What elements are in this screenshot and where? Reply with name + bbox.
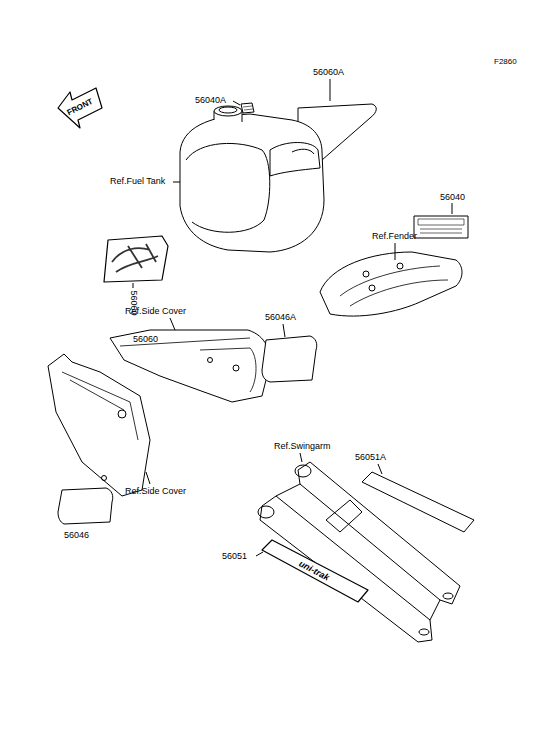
- figure-number: F2860: [494, 56, 517, 67]
- small-label: [241, 103, 254, 113]
- leader-line: [133, 79, 452, 556]
- part-reference: Ref.Swingarm: [274, 441, 331, 452]
- swingarm-decal: [362, 472, 474, 532]
- number-plate-decal: [58, 488, 113, 524]
- front-arrow: [58, 88, 102, 128]
- callout-number: 56046A: [265, 312, 296, 323]
- part-reference: Ref.Side Cover: [125, 306, 186, 317]
- rear-fender: [320, 252, 462, 316]
- side-cover: [48, 354, 150, 496]
- side-cover: [110, 330, 269, 402]
- number-plate-decal: [262, 336, 317, 382]
- tank-side-decal: [104, 236, 168, 282]
- front-mark: FRONT: [65, 96, 95, 118]
- fuel-tank: [180, 114, 324, 252]
- callout-number: 56051A: [355, 452, 386, 463]
- callout-number: 56040A: [195, 95, 226, 106]
- part-reference: Ref.Side Cover: [125, 486, 186, 497]
- caution-label: [414, 216, 468, 238]
- callout-number: 56060A: [313, 67, 344, 78]
- callout-number: 56051: [222, 551, 247, 562]
- part-reference: Ref.Fender: [372, 231, 417, 242]
- callout-number: 56046: [64, 530, 89, 541]
- swingarm-decal: [262, 540, 368, 602]
- decal-text: uni-trak: [297, 558, 331, 583]
- callout-number: 56060: [133, 334, 158, 345]
- callout-number: 56040: [440, 192, 465, 203]
- part-reference: Ref.Fuel Tank: [110, 176, 165, 187]
